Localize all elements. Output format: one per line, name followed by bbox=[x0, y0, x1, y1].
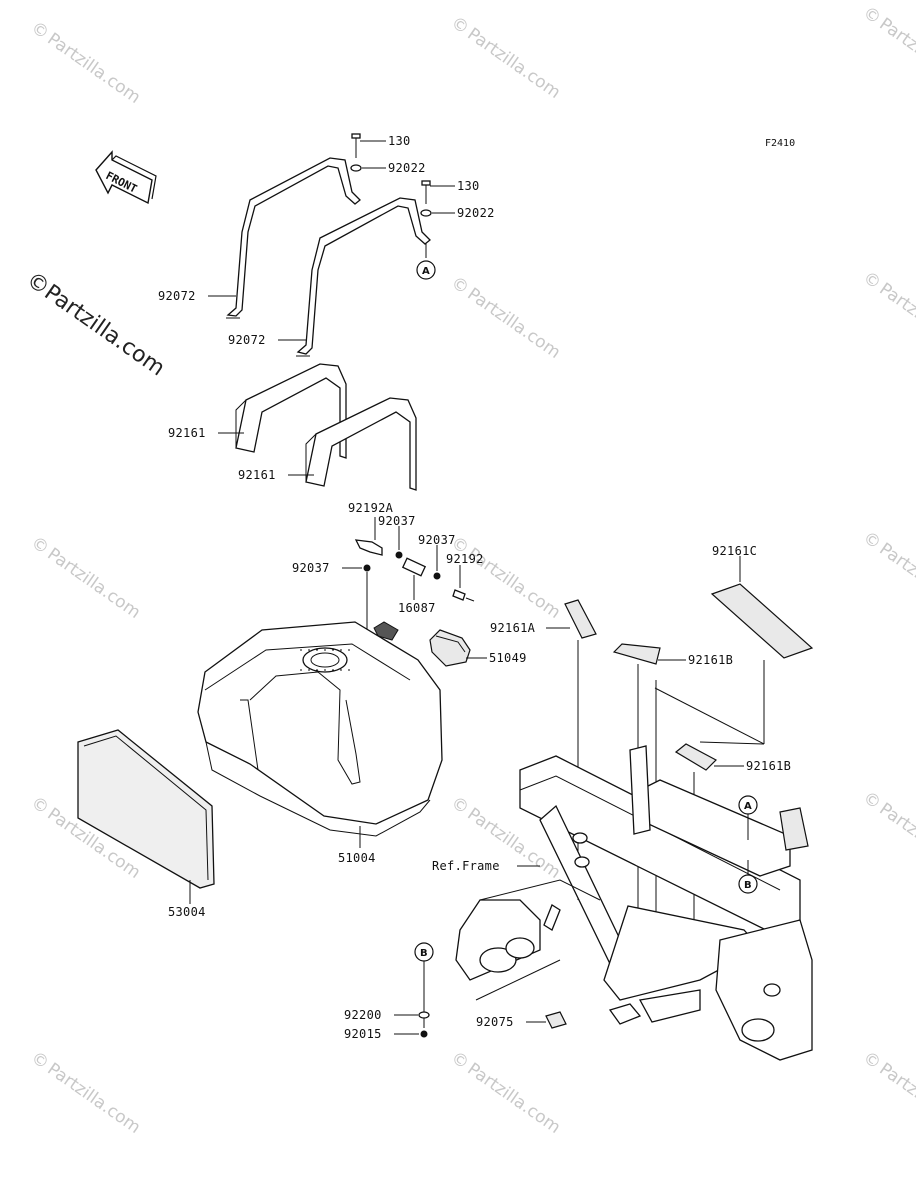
callout-a-frame-label: A bbox=[744, 801, 752, 812]
washer-92200 bbox=[418, 1011, 430, 1019]
fuel-tank-51004 bbox=[197, 621, 443, 837]
pad-92161a bbox=[564, 599, 597, 639]
valve-16087 bbox=[401, 557, 427, 577]
label-92015: 92015 bbox=[344, 1027, 382, 1041]
watermark: Partzilla.com bbox=[876, 279, 916, 358]
watermark: Partzilla.com bbox=[464, 284, 565, 363]
filler-neck-gasket bbox=[373, 621, 399, 641]
label-92075: 92075 bbox=[476, 1015, 514, 1029]
bolt-130-b bbox=[421, 180, 431, 204]
vehicle-frame bbox=[455, 745, 813, 1061]
pad-92161c bbox=[710, 583, 814, 659]
watermark: Partzilla.com bbox=[464, 1059, 565, 1138]
nut-92015 bbox=[420, 1030, 428, 1038]
label-92037-a: 92037 bbox=[378, 514, 416, 528]
label-130-a: 130 bbox=[388, 134, 411, 148]
pad-92161b-a bbox=[612, 643, 661, 665]
pad-92161b-b bbox=[674, 743, 717, 771]
label-130-b: 130 bbox=[457, 179, 480, 193]
band-pad-92161-b bbox=[305, 397, 417, 491]
watermark: Partzilla.com bbox=[876, 799, 916, 878]
tank-band-92072-b bbox=[296, 197, 431, 357]
tank-band-92072-a bbox=[226, 157, 361, 319]
watermark: Partzilla.com bbox=[44, 1059, 145, 1138]
watermark: Partzilla.com bbox=[876, 14, 916, 93]
hose-92192a bbox=[354, 539, 383, 556]
watermark: Partzilla.com bbox=[876, 539, 916, 618]
label-53004: 53004 bbox=[168, 905, 206, 919]
clamp-92037-c bbox=[363, 564, 371, 572]
washer-92022-a bbox=[350, 164, 362, 172]
watermark-main: © Partzilla.com bbox=[22, 267, 170, 381]
callout-b-frame-label: B bbox=[744, 880, 752, 891]
diagram-code: F2410 bbox=[765, 138, 795, 149]
label-92037-c: 92037 bbox=[292, 561, 330, 575]
hose-92192 bbox=[452, 589, 466, 601]
fuel-cap-51049 bbox=[429, 629, 471, 667]
tank-guard-53004 bbox=[77, 729, 215, 889]
washer-92022-b bbox=[420, 209, 432, 217]
label-92037-b: 92037 bbox=[418, 533, 456, 547]
front-arrow-icon: FRONT bbox=[95, 150, 157, 205]
label-92161B-a: 92161B bbox=[688, 653, 733, 667]
callout-a-top-label: A bbox=[422, 266, 430, 277]
label-92161-b: 92161 bbox=[238, 468, 276, 482]
clamp-92037-a bbox=[395, 551, 403, 559]
watermark: Partzilla.com bbox=[44, 29, 145, 108]
watermark: Partzilla.com bbox=[464, 24, 565, 103]
label-92192: 92192 bbox=[446, 552, 484, 566]
label-16087: 16087 bbox=[398, 601, 436, 615]
label-92161A: 92161A bbox=[490, 621, 536, 635]
callout-a-frame: A bbox=[738, 795, 758, 815]
callout-b-bottom: B bbox=[414, 942, 434, 962]
label-92200: 92200 bbox=[344, 1008, 382, 1022]
label-92022-a: 92022 bbox=[388, 161, 426, 175]
label-92192A: 92192A bbox=[348, 501, 394, 515]
watermark: Partzilla.com bbox=[876, 1059, 916, 1138]
clamp-92037-b bbox=[433, 572, 441, 580]
label-51049: 51049 bbox=[489, 651, 527, 665]
leader bbox=[654, 687, 765, 745]
bolt-130-a bbox=[351, 133, 361, 158]
label-92022-b: 92022 bbox=[457, 206, 495, 220]
callout-a-top: A bbox=[416, 260, 436, 280]
label-92161C: 92161C bbox=[712, 544, 757, 558]
label-92072-a: 92072 bbox=[158, 289, 196, 303]
label-92161-a: 92161 bbox=[168, 426, 206, 440]
band-pad-92161-a bbox=[235, 363, 347, 459]
callout-b-bottom-label: B bbox=[420, 948, 428, 959]
watermark-main-text: Partzilla.com bbox=[40, 280, 170, 381]
label-92161B-b: 92161B bbox=[746, 759, 791, 773]
watermark: Partzilla.com bbox=[44, 544, 145, 623]
label-92072-b: 92072 bbox=[228, 333, 266, 347]
label-ref-frame: Ref.Frame bbox=[432, 859, 500, 873]
leader bbox=[699, 741, 765, 745]
callout-b-frame: B bbox=[738, 874, 758, 894]
label-51004: 51004 bbox=[338, 851, 376, 865]
bracket-92075 bbox=[545, 1011, 567, 1029]
